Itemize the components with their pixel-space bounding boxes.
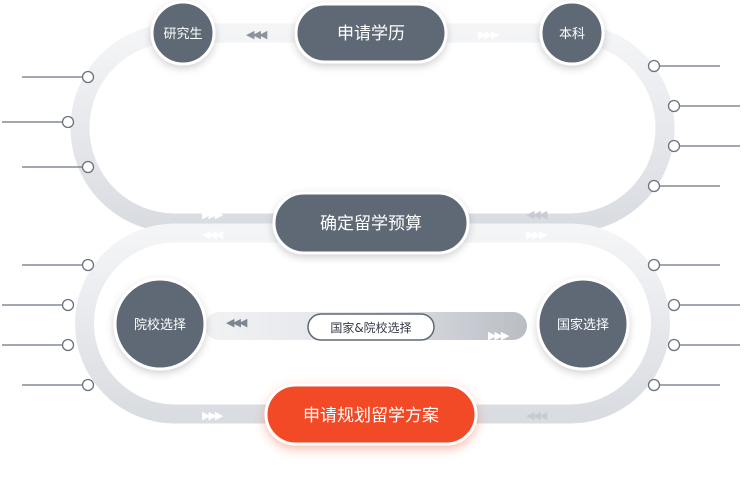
arrow-left-top: ◀◀◀ <box>246 28 268 41</box>
node-country-school: 国家&院校选择 <box>307 313 435 341</box>
node-postgraduate: 研究生 <box>150 0 216 66</box>
node-school-choice-label: 院校选择 <box>134 317 186 333</box>
node-plan: 申请规划留学方案 <box>264 383 478 446</box>
node-postgraduate-label: 研究生 <box>163 27 202 42</box>
arrow-right-upper-bottom: ▶▶▶ <box>202 208 224 221</box>
arrow-right-lower-top: ▶▶▶ <box>526 228 548 241</box>
node-country-school-label: 国家&院校选择 <box>330 320 411 335</box>
arrow-left-bottom: ◀◀◀ <box>526 409 548 422</box>
node-country-choice-label: 国家选择 <box>557 317 609 333</box>
node-undergraduate-label: 本科 <box>559 27 585 42</box>
node-budget: 确定留学预算 <box>272 191 470 255</box>
arrow-left-lower-top: ◀◀◀ <box>202 228 224 241</box>
arrow-right-top: ▶▶▶ <box>478 28 500 41</box>
lower-loop-track <box>75 223 670 424</box>
node-budget-label: 确定留学预算 <box>320 214 422 234</box>
arrow-left-upper-bottom: ◀◀◀ <box>526 208 548 221</box>
node-country-choice: 国家选择 <box>536 277 630 371</box>
node-undergraduate: 本科 <box>539 0 605 66</box>
node-plan-label: 申请规划留学方案 <box>303 406 439 426</box>
arrow-right-middle: ▶▶▶ <box>488 329 510 342</box>
arrow-left-middle: ◀◀◀ <box>226 316 248 329</box>
node-school-choice: 院校选择 <box>113 277 207 371</box>
leader-lines <box>2 59 740 392</box>
arrow-right-bottom: ▶▶▶ <box>202 409 224 422</box>
track-arrows: ◀◀◀ ▶▶▶ ▶▶▶ ◀◀◀ ◀◀◀ ▶▶▶ ◀◀◀ ▶▶▶ ▶▶▶ ◀◀◀ <box>202 28 550 422</box>
node-apply-degree: 申请学历 <box>294 2 448 64</box>
node-apply-degree-label: 申请学历 <box>337 24 405 44</box>
